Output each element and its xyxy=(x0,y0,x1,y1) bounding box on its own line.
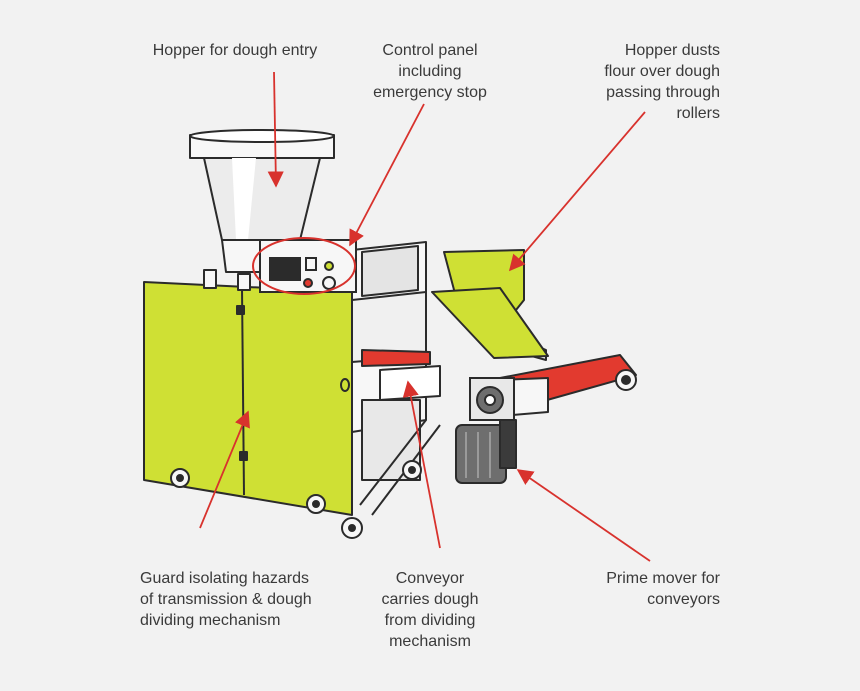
leader-flour-hopper xyxy=(508,111,646,272)
leader-lines xyxy=(199,71,651,562)
guard-enclosure xyxy=(143,269,353,516)
label-control-panel: Control panel including emergency stop xyxy=(373,42,487,101)
leader-hopper-entry xyxy=(267,71,284,188)
label-hopper-entry: Hopper for dough entry xyxy=(152,42,318,59)
label-conveyor: Conveyor carries dough from dividing mec… xyxy=(381,570,479,650)
electric-motor-icon xyxy=(455,419,517,484)
gearbox xyxy=(469,377,515,421)
leader-prime-mover xyxy=(516,469,651,562)
label-prime-mover: Prime mover for conveyors xyxy=(606,570,720,608)
leader-conveyor xyxy=(402,380,441,549)
flour-hopper xyxy=(431,249,549,361)
leader-guard xyxy=(199,410,250,529)
control-panel-icon xyxy=(259,239,357,293)
wheels xyxy=(170,460,422,539)
leader-control-panel xyxy=(349,103,425,247)
control-panel-highlight xyxy=(252,237,356,295)
label-guard: Guard isolating hazards of transmission … xyxy=(140,570,312,629)
label-flour-hopper: Hopper dusts flour over dough passing th… xyxy=(604,42,720,122)
